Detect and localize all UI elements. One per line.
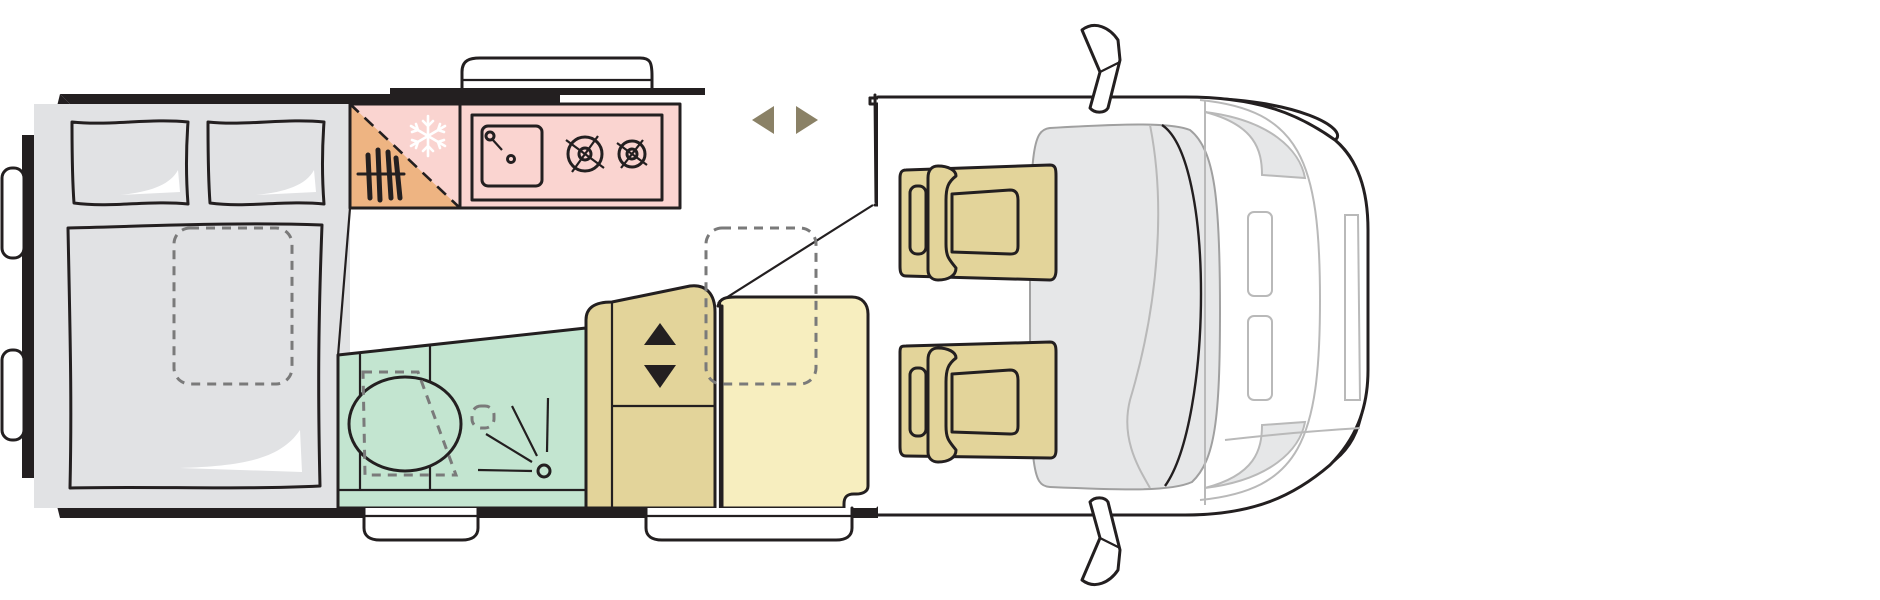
skylight-rear [172, 226, 294, 386]
burner-icon-small [616, 139, 648, 169]
wardrobe-fridge [348, 102, 462, 210]
arrow-down-icon [644, 365, 676, 388]
mirror-top [1080, 24, 1122, 114]
side-seat [584, 284, 717, 510]
toilet [347, 375, 463, 473]
mattress [66, 222, 324, 490]
kitchen [458, 102, 682, 210]
rear-bed [34, 104, 352, 508]
pillow-right [206, 119, 326, 207]
dashboard [1028, 123, 1222, 491]
rear-light-lower [0, 348, 26, 442]
seat-cabinet [584, 284, 717, 510]
step-entry-door [644, 506, 854, 542]
shower-icon [477, 397, 550, 473]
mirrors [1080, 24, 1122, 586]
entry-steps [362, 506, 854, 542]
skylight-centre [704, 226, 818, 386]
hanger-icon [356, 147, 406, 203]
bench-seat [716, 295, 870, 510]
arrow-up-icon [644, 323, 676, 345]
width-arrows-icon [752, 106, 818, 134]
step-bathroom [362, 506, 480, 542]
mirror-bottom [1080, 496, 1122, 586]
rear-light-upper [0, 166, 26, 260]
passenger-seat [898, 340, 1058, 464]
roof-step [460, 56, 654, 90]
pillow-left [70, 119, 190, 207]
sink-icon [480, 124, 544, 188]
burner-icon-large [565, 135, 605, 173]
snowflake-icon [409, 114, 447, 158]
bathroom [336, 326, 588, 510]
rear-wall [60, 94, 560, 104]
driver-seat [898, 163, 1058, 282]
